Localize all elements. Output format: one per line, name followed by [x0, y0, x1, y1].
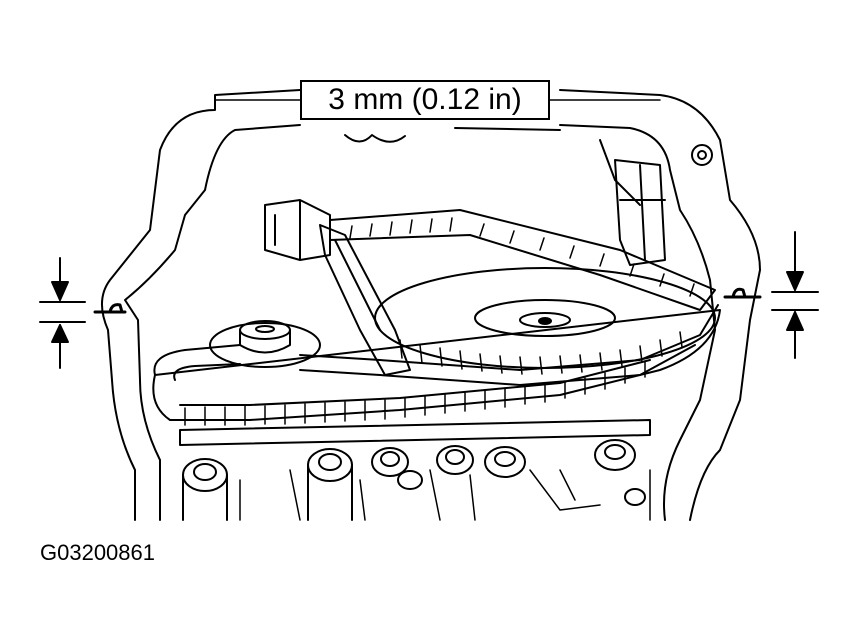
lower-casting-detail: [239, 469, 651, 521]
bolt-hole-top-right: [691, 144, 713, 166]
left-sealant-bead: [93, 303, 127, 314]
housing-outer-outline: [101, 89, 761, 521]
figure-id: G03200861: [40, 540, 155, 565]
bolt-hole-top-right-inner: [697, 150, 707, 160]
idler-sprocket: [209, 322, 321, 368]
gasket-seam-top: [344, 127, 641, 206]
right-sealant-bead: [723, 287, 762, 299]
timing-chain-inner: [173, 344, 696, 406]
right-dimension-marker: [771, 231, 819, 359]
camshaft-sprocket-inner: [474, 299, 616, 337]
top-chain-guide: [329, 209, 716, 311]
mounting-bolts: [182, 439, 646, 521]
timing-chain-outer: [152, 304, 721, 421]
chain-links-upper: [399, 331, 683, 375]
camshaft-bolt: [538, 317, 552, 325]
chain-plate-row: [179, 419, 651, 446]
left-dimension-marker: [39, 257, 86, 369]
chain-links-lower: [184, 361, 646, 426]
left-block: [264, 199, 331, 261]
guide-teeth: [349, 217, 695, 297]
chain-tensioner-arm: [319, 224, 411, 376]
right-column: [614, 159, 666, 266]
measurement-callout: 3 mm (0.12 in): [300, 80, 550, 120]
housing-inner-outline: [124, 124, 716, 521]
idler-hub: [239, 329, 291, 354]
camshaft-hub: [519, 312, 571, 328]
idler-hub-top: [239, 320, 291, 340]
idler-hub-hole: [255, 325, 275, 333]
